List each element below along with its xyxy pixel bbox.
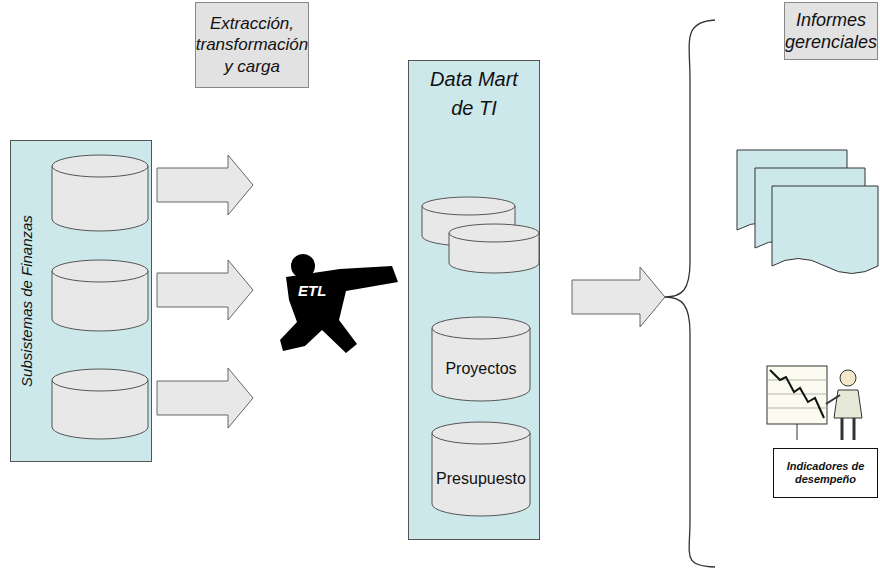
document-page bbox=[772, 186, 878, 274]
node-text: Subsistemas de Finanzas bbox=[18, 215, 35, 387]
input-arrows bbox=[157, 155, 253, 428]
node-text: Indicadores de desempeño bbox=[778, 460, 873, 486]
chart-board bbox=[767, 366, 827, 424]
node-text: Extracción, transformación y carga bbox=[196, 13, 308, 77]
block-arrow bbox=[157, 260, 253, 320]
database-cylinder bbox=[51, 368, 149, 439]
person-arm bbox=[826, 395, 840, 404]
process-label-box: Extracción, transformación y carga bbox=[195, 2, 309, 88]
caption-box: Indicadores de desempeño bbox=[773, 448, 878, 498]
chart-line bbox=[770, 370, 824, 418]
block-arrow bbox=[572, 267, 665, 327]
cylinder-shape bbox=[51, 154, 149, 231]
database-cylinder bbox=[448, 223, 540, 273]
performance-chart-figure bbox=[767, 366, 862, 440]
node-text: Presupuesto bbox=[433, 445, 529, 512]
node-text: Informes gerenciales bbox=[785, 9, 877, 54]
figure-tag: ETL bbox=[298, 282, 326, 299]
report-documents bbox=[737, 150, 878, 274]
database-cylinder bbox=[51, 259, 149, 331]
cylinder-shape bbox=[431, 421, 531, 516]
block-arrow bbox=[157, 155, 253, 215]
person-legs bbox=[842, 418, 854, 440]
curly-bracket bbox=[665, 20, 715, 567]
output-label-box: Informes gerenciales bbox=[784, 2, 878, 60]
database-cylinder: Proyectos bbox=[431, 316, 531, 401]
block-arrow bbox=[157, 368, 253, 428]
cylinder-shape bbox=[448, 223, 540, 273]
person-head bbox=[840, 370, 856, 386]
data-mart-panel: Data Mart de TI ProyectosPresupuesto bbox=[408, 60, 540, 540]
database-cylinder: Presupuesto bbox=[431, 421, 531, 516]
chart-stand bbox=[797, 424, 798, 440]
subsystems-panel: Subsistemas de Finanzas bbox=[10, 140, 152, 462]
cylinder-shape bbox=[431, 316, 531, 401]
cylinder-shape bbox=[51, 368, 149, 439]
database-cylinder bbox=[51, 154, 149, 231]
node-text: Proyectos bbox=[433, 340, 529, 397]
node-text: Data Mart de TI bbox=[409, 65, 539, 123]
figure-body bbox=[280, 266, 398, 353]
etl-figure bbox=[280, 254, 398, 353]
cylinder-shape bbox=[51, 259, 149, 331]
person-body bbox=[834, 390, 862, 418]
